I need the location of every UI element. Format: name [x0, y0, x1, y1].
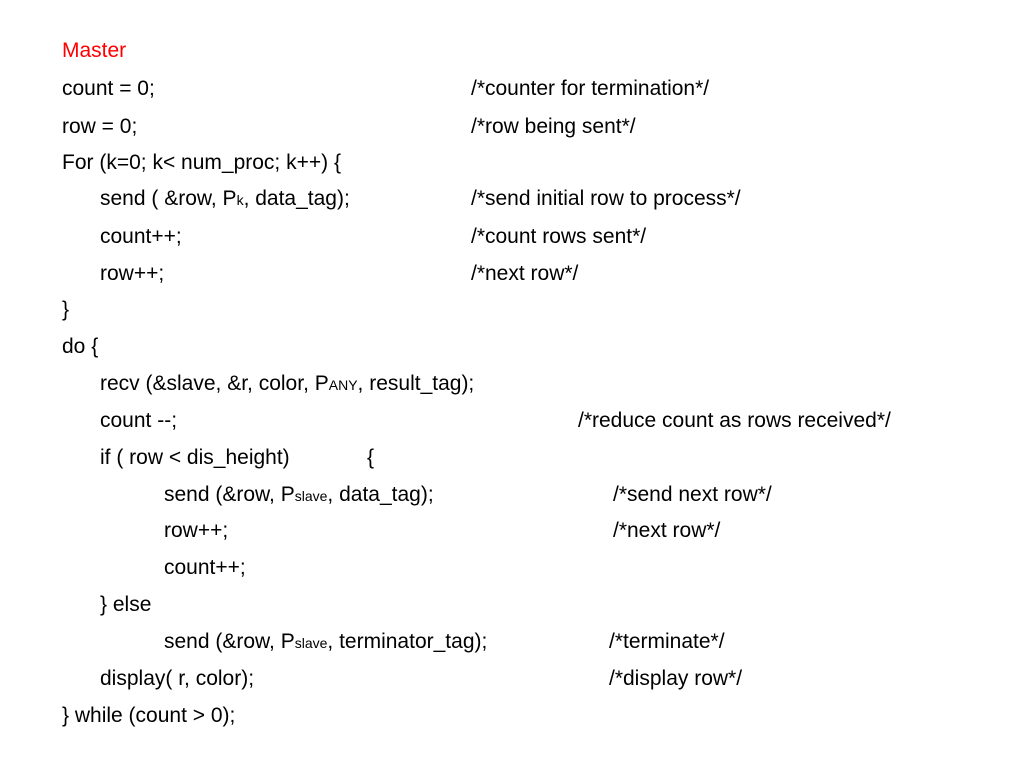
- code-comment: /*display row*/: [609, 667, 743, 690]
- code-line: send ( &row, Pk, data_tag);: [100, 186, 350, 213]
- code-comment: /*reduce count as rows received*/: [578, 409, 891, 432]
- code-comment: /*send initial row to process*/: [471, 187, 741, 210]
- code-subscript: ANY: [328, 377, 358, 393]
- code-line: count++;: [164, 556, 246, 579]
- code-text: send ( &row, P: [100, 187, 237, 210]
- code-line: count --;: [100, 409, 178, 432]
- code-line: display( r, color);: [100, 667, 255, 690]
- code-subscript: k: [236, 192, 244, 208]
- code-comment: /*send next row*/: [613, 483, 772, 506]
- code-text: , data_tag);: [327, 483, 434, 506]
- code-line: } while (count > 0);: [62, 704, 236, 727]
- code-line: if ( row < dis_height): [100, 446, 290, 469]
- code-text: recv (&slave, &r, color, P: [100, 372, 329, 395]
- slide-title: Master: [62, 39, 127, 62]
- code-line: count++;: [100, 225, 182, 248]
- code-comment: /*terminate*/: [609, 630, 725, 653]
- code-comment: /*count rows sent*/: [471, 225, 647, 248]
- code-line: For (k=0; k< num_proc; k++) {: [62, 151, 341, 174]
- code-line: do {: [62, 335, 99, 358]
- code-comment: /*next row*/: [613, 519, 721, 542]
- code-line: send (&row, Pslave, terminator_tag);: [164, 629, 487, 656]
- code-line: count = 0;: [62, 77, 155, 100]
- code-subscript: slave: [294, 488, 328, 504]
- code-line: send (&row, Pslave, data_tag);: [164, 482, 434, 509]
- code-line: recv (&slave, &r, color, PANY, result_ta…: [100, 371, 474, 398]
- code-line: row++;: [100, 262, 165, 285]
- code-text: send (&row, P: [164, 630, 295, 653]
- code-text: , terminator_tag);: [327, 630, 488, 653]
- code-line: row++;: [164, 519, 229, 542]
- code-line: }: [62, 298, 70, 321]
- code-comment: /*row being sent*/: [471, 115, 636, 138]
- code-comment: /*next row*/: [471, 262, 579, 285]
- code-text: , data_tag);: [243, 187, 350, 210]
- code-line: } else: [100, 593, 152, 616]
- code-subscript: slave: [294, 635, 328, 651]
- code-brace: {: [367, 446, 375, 469]
- code-text: send (&row, P: [164, 483, 295, 506]
- code-line: row = 0;: [62, 115, 138, 138]
- code-text: , result_tag);: [357, 372, 475, 395]
- code-comment: /*counter for termination*/: [471, 77, 710, 100]
